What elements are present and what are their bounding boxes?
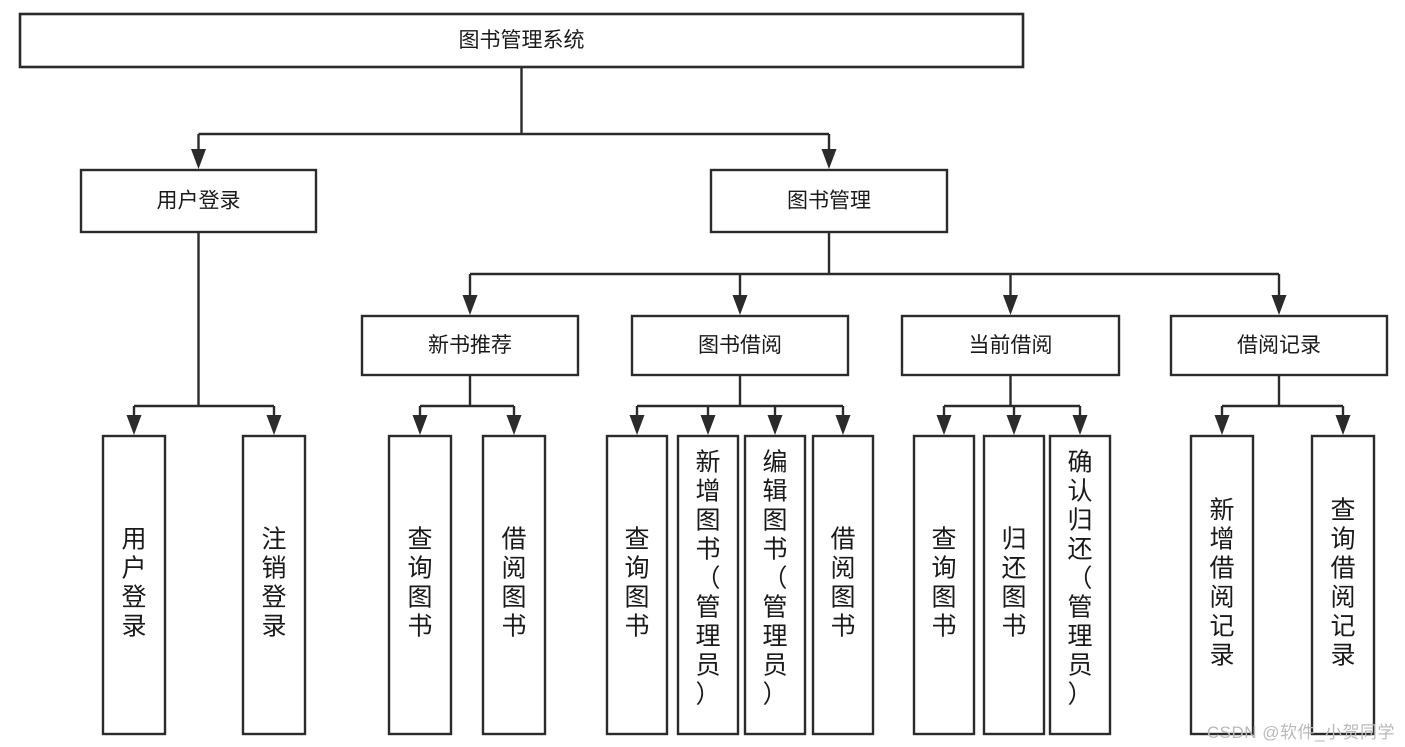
node-label: 查询图书 xyxy=(407,526,432,641)
arrow-head-icon xyxy=(1271,295,1287,315)
arrow-head-icon xyxy=(629,415,645,435)
node-l3_d1[interactable]: 查询图书 xyxy=(912,434,976,736)
arrow-head-icon xyxy=(462,295,478,315)
watermark-label: CSDN @软件_小贺同学 xyxy=(1206,723,1395,742)
node-label: 图书管理系统 xyxy=(459,29,585,52)
node-l3_a1[interactable]: 用户登录 xyxy=(101,434,167,736)
node-l3_e1[interactable]: 新增借阅记录 xyxy=(1189,434,1255,736)
node-l3_c3[interactable]: 编辑图书（管理员） xyxy=(743,434,807,736)
node-l3_c4[interactable]: 借阅图书 xyxy=(811,434,875,736)
node-box xyxy=(1310,434,1376,736)
nodes-layer: 图书管理系统用户登录图书管理新书推荐图书借阅当前借阅借阅记录用户登录注销登录查询… xyxy=(18,12,1389,736)
node-box xyxy=(605,434,669,736)
node-l2_current[interactable]: 当前借阅 xyxy=(900,314,1121,377)
node-box xyxy=(900,314,1121,377)
node-box xyxy=(676,434,740,736)
node-label: 用户登录 xyxy=(121,526,146,641)
node-label: 图书管理 xyxy=(787,190,871,213)
node-l3_a2[interactable]: 注销登录 xyxy=(241,434,307,736)
arrow-head-icon xyxy=(1072,415,1088,435)
node-l2_borrow[interactable]: 图书借阅 xyxy=(630,314,850,377)
node-box xyxy=(630,314,850,377)
node-l3_d3[interactable]: 确认归还（管理员） xyxy=(1048,434,1112,736)
node-box xyxy=(912,434,976,736)
arrow-head-icon xyxy=(191,149,206,169)
node-box xyxy=(360,314,580,377)
node-label: 借阅图书 xyxy=(501,526,526,641)
node-l2_new_book[interactable]: 新书推荐 xyxy=(360,314,580,377)
arrow-head-icon xyxy=(1006,415,1022,435)
node-l2_record[interactable]: 借阅记录 xyxy=(1169,314,1389,377)
node-label: 编辑图书（管理员） xyxy=(762,449,787,709)
node-label: 借阅图书 xyxy=(830,526,855,641)
node-label: 注销登录 xyxy=(261,526,286,641)
node-l1_user_login[interactable]: 用户登录 xyxy=(79,168,318,234)
node-label: 借阅记录 xyxy=(1237,334,1321,357)
arrow-head-icon xyxy=(1003,295,1018,315)
node-box xyxy=(241,434,307,736)
node-box xyxy=(743,434,807,736)
node-box xyxy=(1189,434,1255,736)
node-label: 当前借阅 xyxy=(969,334,1053,357)
node-label: 图书借阅 xyxy=(698,334,782,357)
node-box xyxy=(811,434,875,736)
arrow-head-icon xyxy=(412,415,428,435)
arrow-head-icon xyxy=(767,415,783,435)
node-root[interactable]: 图书管理系统 xyxy=(18,12,1025,69)
arrow-head-icon xyxy=(126,415,142,435)
node-label: 新书推荐 xyxy=(428,334,512,357)
node-box xyxy=(982,434,1046,736)
node-label: 新增借阅记录 xyxy=(1209,497,1234,670)
node-box xyxy=(18,12,1025,69)
arrow-head-icon xyxy=(732,295,748,315)
node-l3_b1[interactable]: 查询图书 xyxy=(387,434,453,736)
node-label: 查询图书 xyxy=(931,526,956,641)
node-l3_c2[interactable]: 新增图书（管理员） xyxy=(676,434,740,736)
arrow-head-icon xyxy=(821,149,837,169)
node-box xyxy=(387,434,453,736)
node-box xyxy=(1048,434,1112,736)
node-l3_c1[interactable]: 查询图书 xyxy=(605,434,669,736)
node-l3_b2[interactable]: 借阅图书 xyxy=(481,434,547,736)
arrow-head-icon xyxy=(506,415,522,435)
node-l1_book_mgmt[interactable]: 图书管理 xyxy=(709,168,949,234)
node-box xyxy=(481,434,547,736)
node-label: 用户登录 xyxy=(157,190,241,213)
node-label: 确认归还（管理员） xyxy=(1067,449,1092,709)
node-label: 新增图书（管理员） xyxy=(695,449,720,709)
node-box xyxy=(101,434,167,736)
node-label: 查询图书 xyxy=(624,526,649,641)
arrow-head-icon xyxy=(936,415,952,435)
node-l3_e2[interactable]: 查询借阅记录 xyxy=(1310,434,1376,736)
arrow-head-icon xyxy=(835,415,851,435)
edges-layer xyxy=(126,67,1351,435)
node-label: 查询借阅记录 xyxy=(1330,497,1355,670)
arrow-head-icon xyxy=(700,415,716,435)
node-label: 归还图书 xyxy=(1001,526,1026,641)
node-box xyxy=(79,168,318,234)
arrow-head-icon xyxy=(266,415,282,435)
arrow-head-icon xyxy=(1214,415,1230,435)
arrow-head-icon xyxy=(1335,415,1351,435)
node-box xyxy=(1169,314,1389,377)
node-box xyxy=(709,168,949,234)
node-l3_d2[interactable]: 归还图书 xyxy=(982,434,1046,736)
